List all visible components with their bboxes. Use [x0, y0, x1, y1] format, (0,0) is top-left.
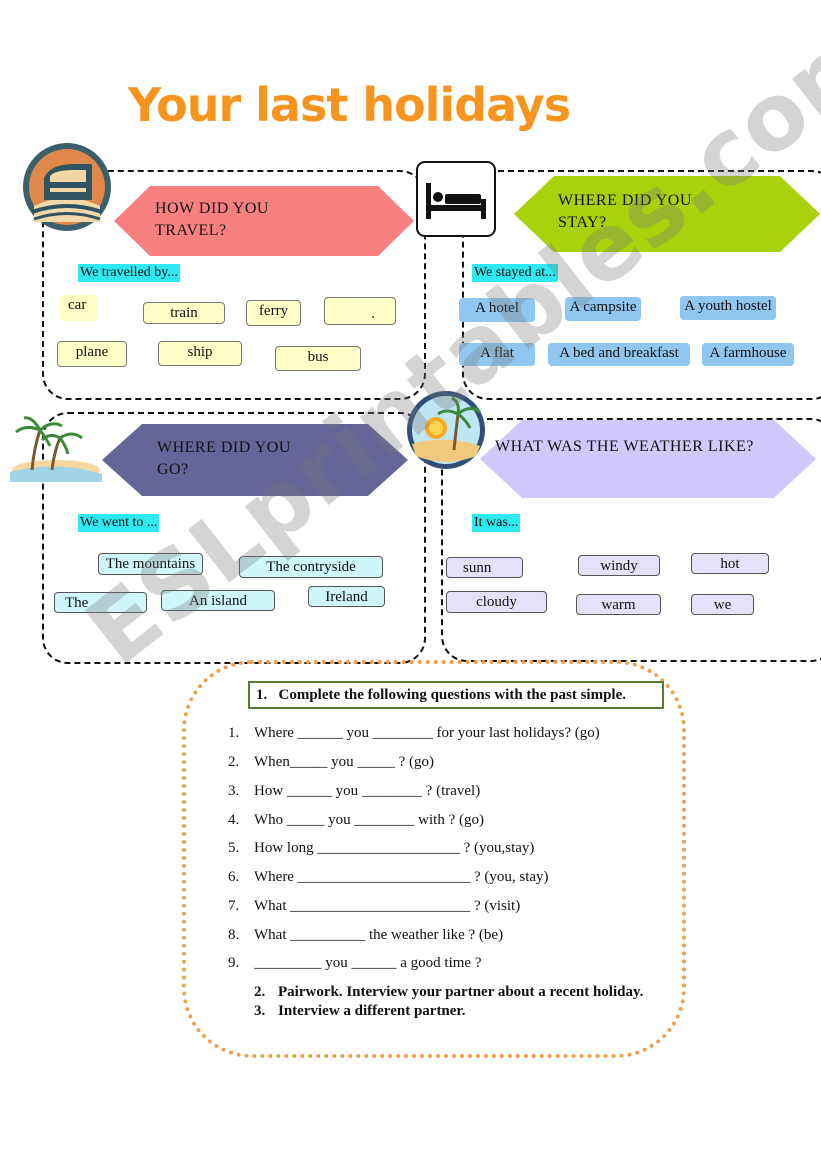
travel-heading: HOW DID YOU TRAVEL?	[155, 198, 269, 242]
travel-option-train: train	[143, 302, 225, 324]
go-option-ireland: Ireland	[308, 586, 385, 607]
question-8: 8. What __________ the weather like ? (be…	[228, 925, 503, 945]
stay-prompt: We stayed at...	[472, 264, 558, 282]
question-text: What ________________________ ? (visit)	[254, 898, 521, 914]
bed-icon	[416, 161, 496, 237]
stay-section	[462, 170, 821, 400]
question-number: 4.	[228, 812, 240, 828]
go-option-island: An island	[161, 590, 275, 611]
stay-option-campsite: A campsite	[565, 297, 641, 321]
stay-option-bed-and-breakfast: A bed and breakfast	[548, 343, 690, 366]
travel-prompt: We travelled by...	[78, 264, 180, 282]
stay-option-youth-hostel: A youth hostel	[680, 296, 776, 320]
question-text: How long ___________________ ? (you,stay…	[254, 840, 535, 856]
weather-heading: WHAT WAS THE WEATHER LIKE?	[495, 438, 754, 455]
question-9: 9. _________ you ______ a good time ?	[228, 953, 481, 973]
weather-option-hot: hot	[691, 553, 769, 574]
stay-banner-shape	[514, 176, 820, 252]
travel-heading-line2: TRAVEL?	[155, 222, 227, 239]
question-number: 1.	[228, 725, 240, 741]
travel-heading-line1: HOW DID YOU	[155, 200, 269, 217]
task-1: 1. Complete the following questions with…	[248, 681, 664, 709]
task-1-number: 1.	[256, 687, 268, 703]
weather-banner-shape	[480, 420, 816, 498]
weather-option-wet: we	[691, 594, 754, 615]
question-6: 6. Where _______________________ ? (you, …	[228, 867, 549, 887]
question-text: Where ______ you ________ for your last …	[254, 725, 600, 741]
stay-option-farmhouse: A farmhouse	[702, 343, 794, 366]
stay-heading-line2: STAY?	[558, 214, 607, 231]
go-prompt: We went to ...	[78, 514, 160, 532]
task-3-text: Interview a different partner.	[278, 1003, 466, 1019]
question-number: 6.	[228, 869, 240, 885]
question-text: Who _____ you ________ with ? (go)	[254, 812, 484, 828]
weather-prompt: It was...	[472, 514, 521, 532]
travel-option-ferry: ferry	[246, 300, 301, 326]
travel-option-bus: bus	[275, 346, 361, 371]
question-text: _________ you ______ a good time ?	[254, 955, 482, 971]
go-banner-shape	[102, 424, 408, 496]
task-2-number: 2.	[254, 984, 266, 1000]
task-2-text: Pairwork. Interview your partner about a…	[278, 984, 644, 1000]
question-text: When_____ you _____ ? (go)	[254, 754, 434, 770]
travel-option-plane: plane	[57, 341, 127, 367]
question-number: 8.	[228, 927, 240, 943]
question-text: How ______ you ________ ? (travel)	[254, 783, 481, 799]
question-number: 5.	[228, 840, 240, 856]
travel-banner-shape	[114, 186, 414, 256]
sun-palm-icon	[407, 391, 485, 469]
go-option-the: The	[54, 592, 147, 613]
travel-option-blank: .	[324, 297, 396, 325]
question-2: 2. When_____ you _____ ? (go)	[228, 752, 434, 772]
task-3-number: 3.	[254, 1003, 266, 1019]
stay-heading: WHERE DID YOU STAY?	[558, 190, 692, 234]
go-option-mountains: The mountains	[98, 553, 203, 575]
weather-option-cloudy: cloudy	[446, 591, 547, 613]
question-4: 4. Who _____ you ________ with ? (go)	[228, 810, 484, 830]
go-heading-line1: WHERE DID YOU	[157, 439, 291, 456]
go-heading-line2: GO?	[157, 461, 189, 478]
stay-option-hotel: A hotel	[459, 298, 535, 322]
exercise-panel	[182, 660, 686, 1058]
go-option-countryside: The contryside	[239, 556, 383, 578]
question-text: Where _______________________ ? (you, st…	[254, 869, 549, 885]
question-number: 7.	[228, 898, 240, 914]
stay-heading-line1: WHERE DID YOU	[558, 192, 692, 209]
question-7: 7. What ________________________ ? (visit…	[228, 896, 520, 916]
travel-option-car: car	[60, 295, 98, 321]
go-heading: WHERE DID YOU GO?	[157, 437, 291, 481]
question-number: 9.	[228, 955, 240, 971]
weather-option-windy: windy	[578, 555, 660, 576]
question-number: 3.	[228, 783, 240, 799]
question-number: 2.	[228, 754, 240, 770]
train-icon	[23, 143, 111, 231]
question-1: 1. Where ______ you ________ for your las…	[228, 723, 600, 743]
stay-option-flat: A flat	[459, 343, 535, 366]
task-1-text: Complete the following questions with th…	[278, 687, 627, 703]
task-2: 2. Pairwork. Interview your partner about…	[254, 984, 643, 1001]
beach-palm-icon	[10, 416, 102, 482]
question-3: 3. How ______ you ________ ? (travel)	[228, 781, 480, 801]
question-text: What __________ the weather like ? (be)	[254, 927, 504, 943]
weather-option-warm: warm	[576, 594, 661, 615]
question-5: 5. How long ___________________ ? (you,st…	[228, 838, 534, 858]
travel-option-ship: ship	[158, 341, 242, 366]
weather-option-sunny: sunn	[446, 557, 523, 578]
page-title: Your last holidays	[128, 78, 571, 132]
travel-section	[42, 170, 426, 400]
task-3: 3. Interview a different partner.	[254, 1003, 465, 1020]
